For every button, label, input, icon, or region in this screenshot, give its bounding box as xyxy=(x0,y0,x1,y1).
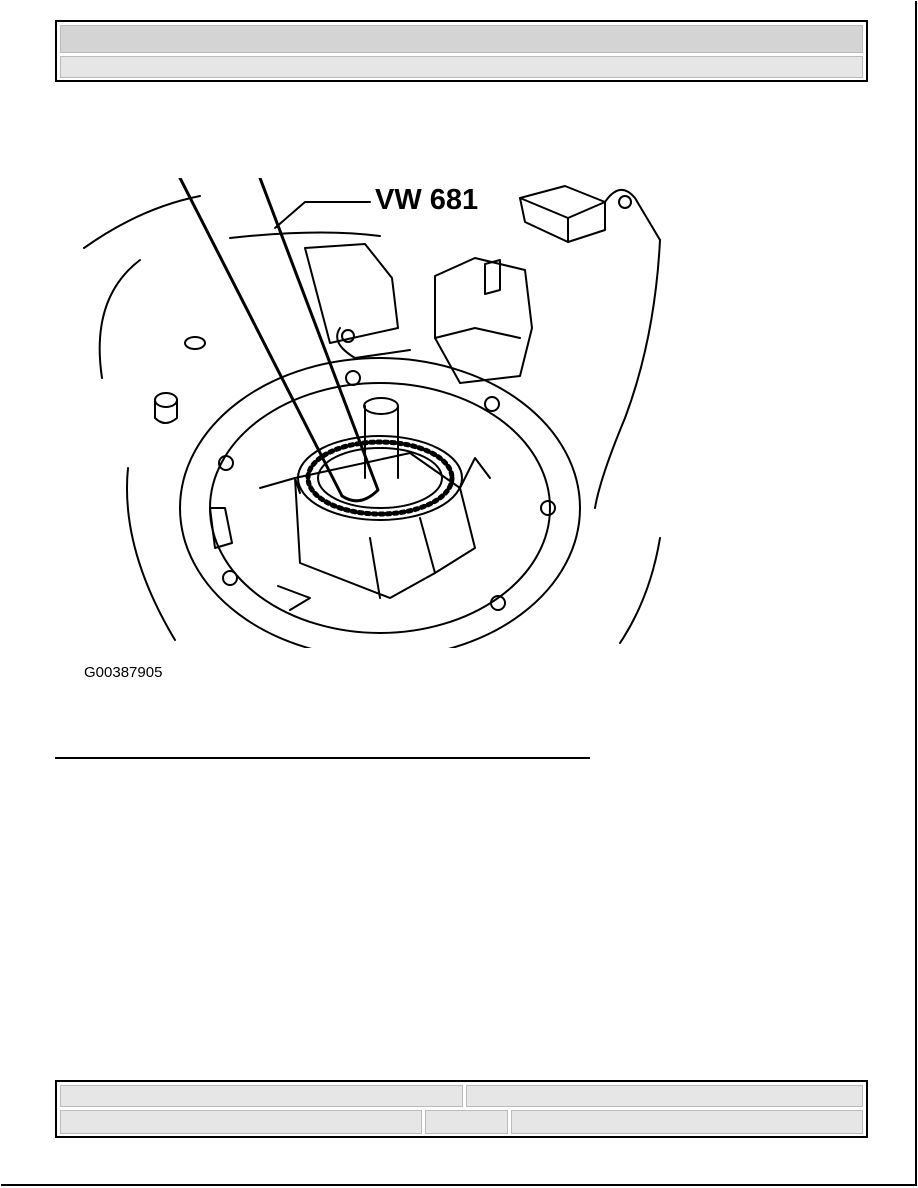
housing-arc-lower-left xyxy=(126,467,176,641)
bracket-hole xyxy=(618,195,632,209)
bracket-ear xyxy=(604,189,661,241)
bracket-block xyxy=(519,185,606,243)
bolt-hole xyxy=(490,595,506,611)
pump-tab-left xyxy=(259,477,301,494)
housing-arc-right xyxy=(594,239,661,509)
document-footer xyxy=(55,1080,868,1138)
footer-cell-right-top xyxy=(466,1085,863,1107)
bolt-hole xyxy=(540,500,556,516)
upper-block-detail xyxy=(434,259,521,339)
bearing-outer xyxy=(297,435,463,521)
housing-outer-arc xyxy=(83,195,201,249)
bolt-hole xyxy=(222,570,238,586)
ring-plate-outer xyxy=(179,357,581,648)
bolt-hole xyxy=(484,396,500,412)
ring-arm-hole xyxy=(341,329,355,343)
lower-bracket xyxy=(209,507,233,549)
bracket-block-edge xyxy=(519,197,606,243)
footer-cell-middle-bottom xyxy=(425,1110,508,1134)
dowel-left-top xyxy=(154,392,178,408)
tool-label: VW 681 xyxy=(375,184,479,216)
bolt-hole xyxy=(345,370,361,386)
footer-cell-left-top xyxy=(60,1085,463,1107)
pump-housing xyxy=(294,452,476,599)
housing-inner-arc xyxy=(229,231,381,239)
footer-cell-left-bottom xyxy=(60,1110,422,1134)
tool-vw681-shaft xyxy=(178,178,380,503)
header-title xyxy=(60,25,863,53)
shaft xyxy=(364,405,399,479)
header-subtitle xyxy=(60,56,863,78)
shaft-top xyxy=(363,397,399,415)
pump-housing-edge xyxy=(369,517,436,599)
footer-cell-right-bottom xyxy=(511,1110,863,1134)
tool-leader-line xyxy=(274,201,371,229)
upper-block-right xyxy=(434,257,533,384)
dowel-left xyxy=(184,336,206,350)
technical-illustration xyxy=(83,178,661,648)
lower-bracket-2 xyxy=(277,585,311,611)
bolt-hole xyxy=(218,455,234,471)
upper-block-left xyxy=(304,243,399,344)
document-header xyxy=(55,20,868,82)
bearing-balls xyxy=(305,439,455,517)
section-divider xyxy=(55,757,590,759)
pump-tab xyxy=(459,457,491,489)
ring-arm xyxy=(336,327,411,359)
housing-arc-right-lower xyxy=(619,537,661,644)
housing-arc-left xyxy=(98,259,141,379)
dowel-left-body xyxy=(154,399,178,424)
figure-id: G00387905 xyxy=(84,664,163,681)
bearing-inner xyxy=(317,447,443,509)
